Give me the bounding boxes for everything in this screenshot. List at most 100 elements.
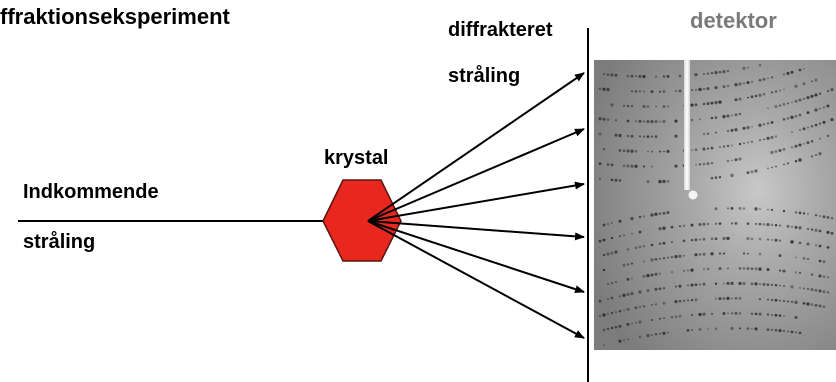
diffraction-spot (726, 114, 730, 118)
diffraction-spot (734, 297, 738, 300)
diffraction-spot (699, 163, 701, 166)
diffraction-spot (647, 150, 649, 153)
diffraction-spot (754, 94, 758, 98)
diffraction-spot (810, 288, 814, 292)
diffraction-spot (790, 146, 794, 149)
diffraction-spot (770, 298, 774, 302)
diffraction-spot (718, 252, 722, 255)
diffraction-spot (790, 115, 794, 119)
diffraction-spot (726, 69, 730, 73)
diffraction-spot (714, 327, 718, 330)
diffraction-spot (798, 143, 802, 147)
diffraction-spot (642, 165, 646, 168)
diffraction-spot (734, 158, 738, 162)
diffraction-spot (602, 238, 606, 242)
diffraction-spot (738, 296, 742, 300)
diffraction-spot (722, 145, 726, 148)
diffraction-spot (818, 274, 822, 278)
diffraction-spot (618, 295, 622, 298)
diffraction-spot (814, 288, 818, 292)
diffraction-spot (718, 100, 722, 104)
diffraction-spot (690, 223, 694, 227)
diffraction-spot (722, 236, 726, 241)
diffraction-spot (826, 230, 830, 234)
diffraction-spot (610, 281, 614, 285)
diffraction-spot (606, 87, 610, 92)
diffraction-spot (638, 320, 642, 324)
diffraction-spot (678, 89, 682, 93)
diffraction-spot (638, 290, 642, 294)
diffraction-spot (778, 239, 782, 242)
diffraction-spot (746, 327, 750, 330)
diffraction-spot (826, 134, 830, 138)
diffraction-spot (750, 95, 754, 99)
diffraction-spot (598, 132, 602, 136)
diffraction-spot (727, 267, 729, 270)
diffraction-spot (606, 252, 610, 256)
diffraction-spot (691, 314, 693, 317)
diffraction-spot (806, 96, 810, 100)
diffraction-spot (774, 238, 778, 242)
diffraction-spot (651, 304, 653, 306)
diffraction-spot (738, 82, 742, 86)
diffraction-spot (658, 227, 662, 231)
diffraction-spot (707, 328, 709, 330)
diffraction-spot (602, 328, 606, 332)
diffraction-spot (662, 119, 666, 124)
diffraction-spot (770, 135, 774, 139)
diffraction-spot (751, 327, 753, 330)
diffraction-spot (795, 331, 797, 334)
diffraction-spot (775, 165, 777, 168)
diffraction-spot (638, 135, 642, 138)
diffraction-spot (630, 105, 634, 108)
diffraction-spot (830, 217, 834, 220)
diffraction-spot (602, 73, 606, 76)
diffraction-spot (794, 114, 798, 118)
diffraction-spot (747, 96, 749, 99)
incoming-label-line1: Indkommende (23, 181, 159, 203)
diffraction-spot (826, 216, 830, 219)
diffraction-spot (638, 90, 642, 93)
diffraction-spot (807, 288, 809, 290)
diffraction-spot (626, 134, 630, 138)
diffraction-spot (702, 237, 706, 241)
diffraction-spot (726, 159, 730, 163)
diffraction-spot (654, 135, 658, 138)
diffraction-spot (770, 91, 774, 94)
diffraction-spot (662, 301, 666, 305)
diffraction-spot (666, 149, 670, 153)
diffraction-spot (642, 135, 646, 138)
diffraction-spot (602, 223, 606, 227)
diffraction-spot (738, 266, 742, 270)
diffraction-spot (694, 103, 698, 107)
diffraction-spot (634, 306, 638, 310)
diffraction-spot (662, 226, 666, 230)
diffraction-spot (718, 70, 722, 74)
diffraction-spot (814, 153, 818, 157)
diffraction-spot (630, 90, 634, 93)
diffraction-spot (702, 147, 706, 151)
diffraction-spot (743, 82, 745, 85)
diffraction-spot (707, 147, 709, 150)
diffraction-spot (742, 281, 746, 286)
diffraction-spot (702, 282, 706, 286)
diffraction-spot (754, 207, 758, 211)
diffraction-spot (683, 254, 685, 257)
diffraction-spot (782, 147, 786, 151)
diffraction-spot (731, 144, 733, 147)
diffraction-spot (691, 149, 693, 151)
diffraction-spot (798, 128, 802, 132)
diffraction-spot (602, 148, 606, 151)
diffraction-spot (626, 104, 630, 108)
diffracted-beams (367, 72, 585, 339)
diffraction-spot (802, 302, 806, 305)
diffraction-spot (602, 268, 606, 272)
diffraction-spot (750, 170, 754, 174)
diffraction-spot (758, 93, 762, 97)
diffraction-spot (643, 120, 645, 123)
diffraction-spot (766, 222, 770, 227)
diffraction-spot (782, 299, 786, 303)
diffraction-spot (774, 313, 778, 317)
diffraction-spot (798, 113, 802, 117)
diffraction-spot (730, 173, 734, 178)
